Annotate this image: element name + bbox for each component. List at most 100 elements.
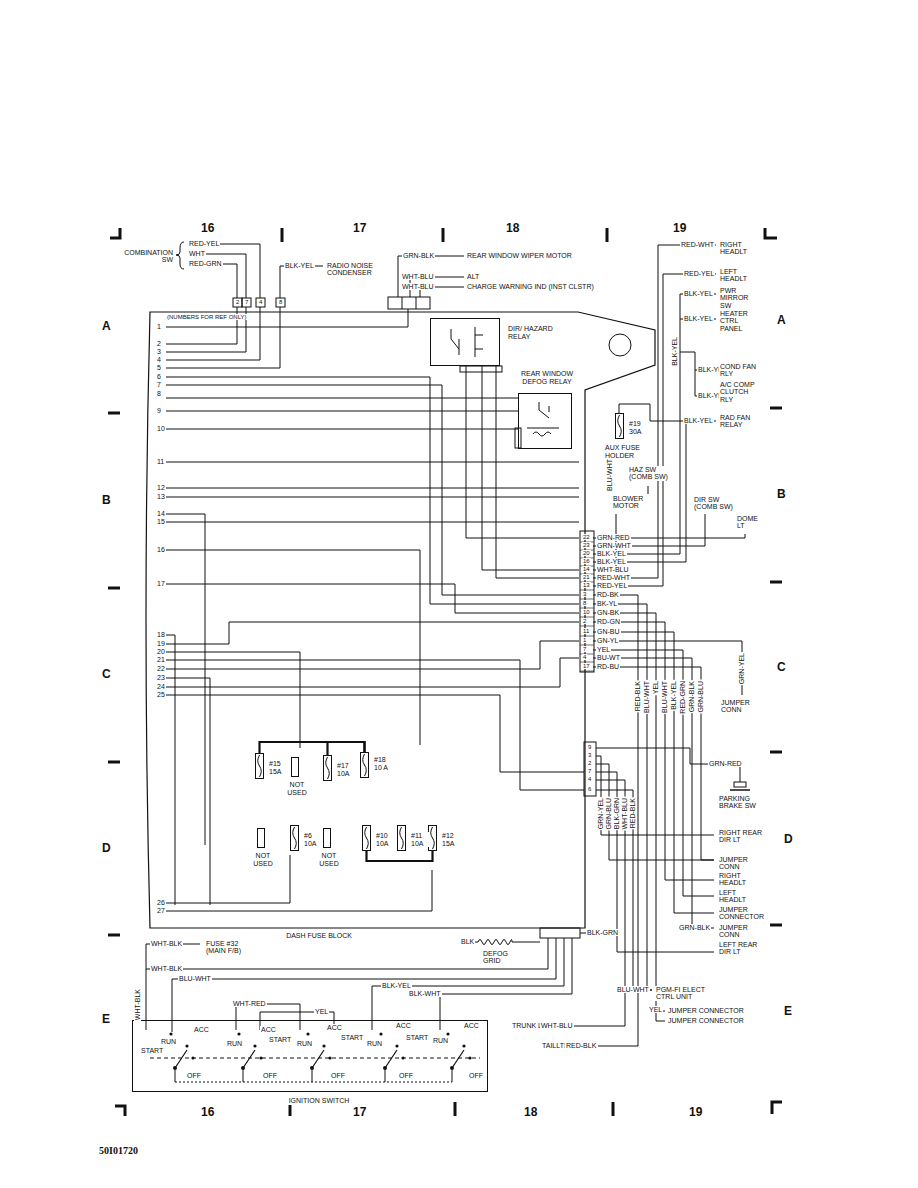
wire: [372, 938, 564, 1030]
wire-label: WHT-BLU: [401, 273, 435, 280]
wire-label: RUN: [366, 1040, 383, 1047]
wire-label: START: [340, 1034, 364, 1041]
wire-label: 18: [156, 631, 166, 638]
wire-label: GN-BK: [596, 609, 620, 616]
pin-number: 2: [587, 760, 592, 766]
wire: [452, 1070, 453, 1082]
fuse-element: [324, 756, 331, 780]
grid-reference: B: [101, 494, 112, 507]
mounting-hole: [609, 334, 631, 356]
wire: [593, 658, 714, 928]
wire-label: GRN-RED: [708, 760, 743, 767]
wire-label: HEATER CTRL PANEL: [719, 310, 761, 332]
component-label: DIR/ HAZARD RELAY: [507, 325, 555, 340]
wire-label: ACC: [326, 1024, 343, 1031]
wire-label: RADIO NOISE CONDENSER: [326, 262, 390, 277]
terminal-dot: [462, 1044, 465, 1047]
wire-label: YEL: [652, 680, 659, 695]
wire: [593, 421, 686, 562]
wire-label: RED-YEL: [683, 270, 715, 277]
component-label: #11 10A: [410, 832, 429, 847]
terminal-dot: [306, 1032, 309, 1035]
fuse-element: [256, 754, 263, 778]
grid-tick: [108, 587, 120, 590]
pin-number: 8: [582, 600, 587, 606]
wire-label: RED-BLK: [565, 1042, 597, 1049]
pin-number: 4: [582, 654, 587, 660]
wire-label: DIR SW (COMB SW): [693, 496, 739, 511]
wire-label: GRN-YEL: [597, 797, 604, 830]
component-label: #15 15A: [268, 760, 288, 775]
wire-label: WHT-BLU: [540, 1022, 574, 1029]
pin-number: 20: [582, 550, 591, 556]
wire: [166, 660, 584, 790]
wire-label: 22: [156, 665, 166, 672]
wire-label: RED-BLK: [629, 797, 636, 829]
component-label: #19 30A: [628, 420, 648, 435]
wire: [166, 385, 579, 595]
wire-label: RD-GN: [596, 618, 621, 625]
relay-box: DIR/ HAZARD RELAY: [430, 318, 500, 366]
wire: [166, 622, 579, 644]
wire: [166, 398, 518, 399]
wire: [219, 244, 260, 298]
wire: [416, 297, 417, 309]
grid-tick: [770, 407, 782, 410]
connector-cell: [276, 298, 285, 307]
grid-tick: [108, 761, 120, 764]
wire: [385, 1070, 386, 1082]
wire-label: RED-GRN: [188, 260, 223, 267]
pin-number: 6: [587, 786, 592, 792]
pin-number: 8: [278, 299, 283, 305]
fuse-symbol: #6 10A: [290, 825, 299, 851]
pin-number: (NUMBERS FOR REF ONLY): [166, 314, 248, 320]
wire: [593, 622, 714, 880]
wire-label: BLK-YEL: [670, 680, 677, 711]
terminal-dot: [379, 1032, 382, 1035]
wire: [619, 404, 680, 421]
pin-number: 22: [582, 534, 591, 540]
empty-fuse-slot: NOT USED: [323, 828, 331, 848]
component-label: NOT USED: [281, 781, 313, 796]
wire: [593, 274, 716, 586]
wire-label: LEFT REAR DIR LT: [718, 941, 766, 956]
pin-number: 4: [587, 776, 592, 782]
wire-label: RAD FAN RELAY: [719, 414, 761, 429]
wire: [596, 756, 714, 835]
wire-label: JUMPER CONNECTOR: [667, 1017, 745, 1024]
pin-number: 7: [244, 299, 249, 305]
wire-label: GRN-BLU: [697, 680, 704, 714]
wire-label: LEFT HEADLT: [718, 889, 760, 904]
wire-label: RED-YEL: [596, 582, 628, 589]
wire: [512, 942, 540, 943]
pin-number: 1: [582, 637, 587, 643]
wire-label: RED-WHT: [680, 241, 715, 248]
component-label: #10 10A: [375, 832, 395, 847]
wire: [593, 650, 714, 896]
relay-contacts: [527, 402, 559, 436]
wire-label: RIGHT HEADLT: [719, 241, 761, 256]
grid-reference: A: [776, 314, 787, 327]
terminal-dot: [395, 1044, 398, 1047]
pin-number: 17: [582, 663, 591, 669]
wire: [166, 658, 579, 687]
wire-label: BLU-WHT: [661, 680, 668, 714]
pin-number: 2: [235, 299, 240, 305]
wire-label: DOME LT: [736, 515, 762, 530]
terminal-dot: [468, 1056, 471, 1059]
wire-label: 27: [156, 907, 166, 914]
wire: [166, 550, 420, 745]
wire: [166, 870, 432, 911]
wire-label: RUN: [296, 1040, 313, 1047]
corner-mark: [765, 228, 777, 238]
switch-blade: [243, 1050, 255, 1068]
wire-label: BLK-YEL: [596, 558, 627, 565]
wire-label: GRN-RED: [596, 534, 631, 541]
wire-label: BLK-YEL: [596, 550, 627, 557]
wire-label: BLU-WHT: [643, 680, 650, 714]
wire: [402, 297, 403, 309]
component-label: DASH FUSE BLOCK: [218, 932, 420, 940]
corner-mark: [772, 1102, 782, 1114]
grid-reference: 16: [200, 1106, 215, 1119]
wire-label: WHT: [188, 250, 206, 257]
